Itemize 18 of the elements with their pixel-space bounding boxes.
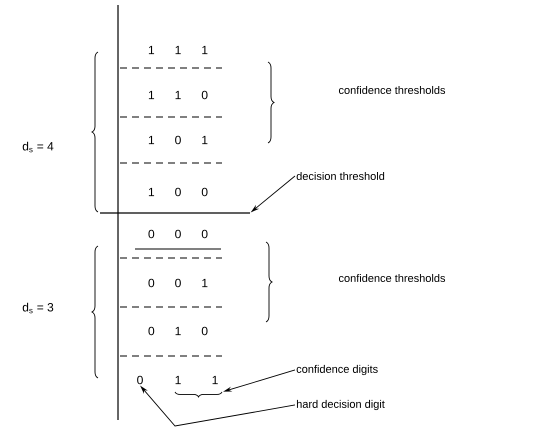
digit-row: 1 1 1	[148, 46, 208, 54]
callout-text: confidence digits	[296, 364, 378, 376]
digit-row: 0 0 1	[148, 278, 208, 288]
threshold-line	[100, 212, 250, 214]
distance-label: d$_{s}$ = 4	[22, 142, 54, 152]
distance-label: d$_{s}$ = 3	[22, 302, 54, 314]
digit: 1	[212, 376, 218, 384]
digit-row: 1 1 0	[148, 90, 208, 100]
digit-row: 1 0 1	[148, 136, 208, 144]
digit-row: 0 1 0	[148, 326, 208, 336]
digit-row: 1 0 0	[148, 188, 208, 196]
callout-text: hard decision digit	[296, 400, 385, 410]
brace-label: confidence thresholds	[338, 86, 446, 94]
digit: 0	[137, 376, 143, 384]
brace-label: confidence thresholds	[338, 274, 446, 282]
curly-brace	[174, 392, 222, 398]
callout-text: decision threshold	[296, 172, 384, 180]
digit-row: 0 0 0	[148, 230, 208, 238]
